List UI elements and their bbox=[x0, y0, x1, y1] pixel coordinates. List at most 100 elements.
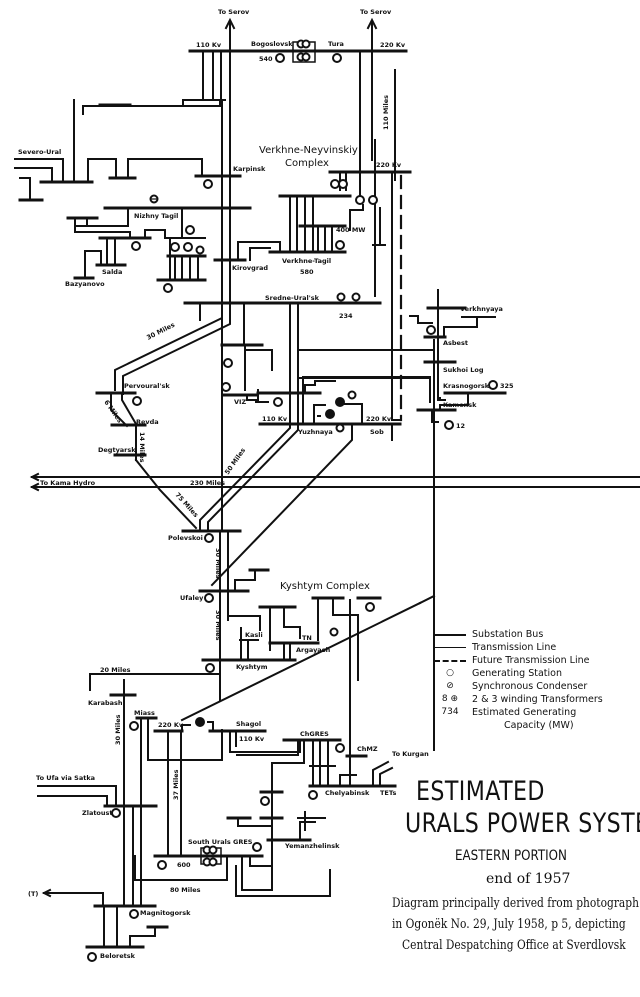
distance-30-miles-b: 30 Miles bbox=[214, 610, 222, 641]
line bbox=[302, 376, 431, 425]
legend-item-capacity: 734 Estimated Generating bbox=[428, 706, 603, 719]
station-tets-label: TETs bbox=[380, 789, 396, 797]
chelyabinsk-area: Karabash 30 Miles Miass 220 Kv Shagol 11… bbox=[28, 599, 429, 962]
station-polevskoi-label: Polevskoi bbox=[168, 534, 203, 542]
line bbox=[246, 389, 259, 401]
station-south-urals-gres-label: South Urals GRES bbox=[188, 838, 253, 846]
station-sukhoi-log-label: Sukhoi Log bbox=[443, 366, 484, 374]
label-to-t: (T) bbox=[28, 890, 38, 898]
line bbox=[14, 158, 64, 183]
subtitle: EASTERN PORTION bbox=[455, 848, 567, 864]
legend-item-substation-bus: Substation Bus bbox=[428, 628, 603, 641]
line bbox=[147, 717, 223, 761]
future-line-swatch bbox=[434, 659, 466, 662]
diag-45-miles bbox=[418, 594, 436, 605]
line-80-miles bbox=[134, 855, 228, 881]
legend-item-transmission-line: Transmission Line bbox=[428, 641, 603, 654]
complex-boundary bbox=[250, 135, 426, 295]
generating-station-icon bbox=[426, 325, 436, 335]
title-line-1: ESTIMATED bbox=[416, 776, 545, 807]
generating-station-icon bbox=[132, 396, 142, 406]
line bbox=[443, 316, 478, 337]
line bbox=[210, 423, 353, 587]
station-kamensk-label: Kamensk bbox=[443, 401, 477, 409]
transformer-icon bbox=[330, 179, 340, 189]
generating-station-icon bbox=[332, 53, 342, 63]
voltage-220kv-top: 220 Kv bbox=[380, 41, 406, 49]
line bbox=[87, 158, 117, 183]
station-ufaley-label: Ufaley bbox=[180, 594, 204, 602]
generating-station-icon bbox=[329, 627, 339, 637]
date-label: end of 1957 bbox=[486, 871, 571, 887]
station-tn-label: TN bbox=[302, 634, 312, 642]
legend-item-capacity-cont: Capacity (MW) bbox=[504, 720, 574, 731]
distance-230-miles: 230 Miles bbox=[190, 479, 225, 487]
synchronous-condenser-icon: ⊘ bbox=[446, 681, 454, 691]
sverdlovsk-area: 30 Miles Pervoural'sk 6 Miles Revda 14 M… bbox=[29, 299, 640, 587]
capacity-sample: 734 bbox=[441, 707, 459, 717]
diag-30-miles bbox=[122, 317, 231, 395]
line bbox=[241, 855, 273, 891]
line bbox=[236, 739, 299, 756]
generating-station-icon bbox=[185, 225, 195, 235]
label-to-serov-left: To Serov bbox=[218, 8, 250, 16]
station-severo-ural-label: Severo-Ural bbox=[18, 148, 61, 156]
station-miass-label: Miass bbox=[134, 709, 155, 717]
three-winding-transformer-icon bbox=[195, 717, 205, 727]
line bbox=[127, 158, 203, 179]
line bbox=[249, 855, 273, 867]
line-to-t bbox=[43, 892, 104, 906]
diag-50-miles bbox=[199, 302, 291, 531]
distance-30-miles-c: 30 Miles bbox=[114, 714, 122, 745]
generating-station-icon bbox=[488, 380, 498, 390]
station-salda-label: Salda bbox=[102, 268, 122, 276]
diag-75-miles bbox=[134, 458, 198, 530]
diag-45-miles bbox=[180, 601, 422, 722]
voltage-110kv-mid: 110 Kv bbox=[262, 415, 288, 423]
legend-item-generating-station: ○ Generating Station bbox=[428, 667, 603, 680]
line bbox=[439, 397, 446, 401]
line bbox=[299, 821, 316, 841]
station-magnitogorsk-label: Magnitogorsk bbox=[140, 909, 191, 917]
generating-station-icon bbox=[157, 860, 167, 870]
voltage-110kv-low: 110 Kv bbox=[239, 735, 265, 743]
verkhne-neyvinskiy-complex: Verkhne-Neyvinskiy Complex 220 Kv 400 MW… bbox=[183, 135, 426, 422]
line bbox=[349, 204, 364, 231]
station-chelyabinsk-label: Chelyabinsk bbox=[325, 789, 370, 797]
line-20-miles bbox=[89, 673, 221, 691]
line bbox=[249, 247, 271, 261]
line bbox=[409, 315, 433, 324]
station-degtyarsk-label: Degtyarsk bbox=[98, 446, 136, 454]
arrow-to-t bbox=[41, 888, 52, 898]
line bbox=[121, 392, 138, 426]
capacity-580-label: 580 bbox=[300, 268, 314, 276]
legend-item-future-line: Future Transmission Line bbox=[428, 654, 603, 667]
generating-station-icon bbox=[87, 952, 97, 962]
north-west-network: Severo-Ural Karpinsk Nizhny Tagil Salda bbox=[14, 99, 268, 531]
station-revda-label: Revda bbox=[136, 418, 159, 426]
station-kyshtym-label: Kyshtym bbox=[236, 663, 268, 671]
station-verkhne-tagil-label: Verkhne-Tagil bbox=[282, 257, 331, 265]
serov-region: To Serov To Serov 110 Kv 220 Kv Bogoslov… bbox=[188, 8, 408, 301]
line bbox=[339, 774, 357, 787]
voltage-220kv-vn: 220 Kv bbox=[376, 161, 402, 169]
diag-30-miles bbox=[114, 299, 223, 391]
line bbox=[237, 817, 273, 827]
line bbox=[182, 99, 226, 107]
station-shagol-label: Shagol bbox=[236, 720, 261, 728]
transformer-icon bbox=[301, 39, 311, 49]
generating-station-icon bbox=[131, 241, 141, 251]
label-to-kurgan: To Kurgan bbox=[392, 750, 429, 758]
station-argayash-label: Argayash bbox=[296, 646, 331, 654]
line-to-kurgan bbox=[372, 760, 390, 787]
distance-50-miles: 50 Miles bbox=[223, 446, 247, 476]
station-chgres-label: ChGRES bbox=[300, 730, 329, 738]
station-tura-label: Tura bbox=[328, 40, 344, 48]
capacity-325-label: 325 bbox=[500, 382, 514, 390]
label-to-kama-hydro: To Kama Hydro bbox=[40, 479, 96, 487]
arrow-kama bbox=[29, 482, 40, 492]
distance-30-miles-a: 30 Miles bbox=[214, 548, 222, 579]
generating-station-icon bbox=[260, 796, 270, 806]
line bbox=[283, 606, 301, 639]
line bbox=[313, 404, 326, 425]
